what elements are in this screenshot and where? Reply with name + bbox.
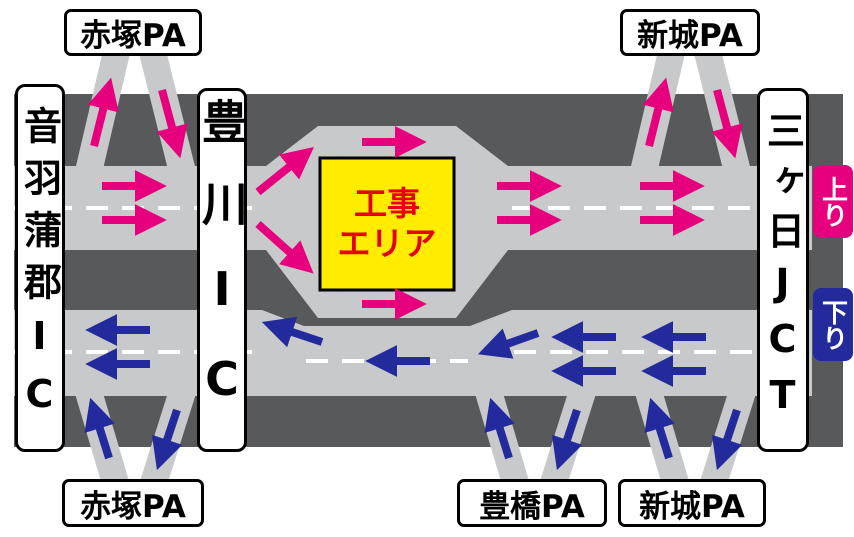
construction-area-label: 工事 エリア — [320, 158, 454, 290]
up-direction-badge: 上り — [813, 165, 853, 238]
construction-area-label-line1: 工事 — [354, 184, 420, 224]
down-ramp-arrow — [711, 408, 743, 471]
ic-label-toyokawa: 豊川IC — [195, 88, 249, 452]
down-direction-badge: 下り — [813, 288, 853, 361]
jct-label-mikkabi: 三ヶ日JCT — [757, 88, 809, 452]
up-ramp-arrow — [711, 88, 743, 159]
up-ramp-arrow — [642, 77, 674, 147]
construction-area-label-line2: エリア — [337, 224, 437, 263]
down-ramp-arrow — [644, 397, 675, 460]
down-ramp-arrow — [84, 397, 115, 460]
up-ramp-arrow — [156, 88, 188, 159]
down-ramp-arrow — [551, 408, 583, 471]
pa-label-shinshiro-top: 新城PA — [620, 9, 760, 56]
up-arrow — [255, 221, 314, 274]
down-arrow — [261, 316, 324, 348]
ic-label-otowa-gamagori: 音羽蒲郡IC — [15, 84, 65, 452]
pa-label-shinshiro-bottom: 新城PA — [618, 479, 766, 527]
up-ramp-arrow — [87, 77, 119, 147]
pa-label-akatsuka-bottom: 赤塚PA — [62, 479, 204, 527]
pa-label-toyohashi-bottom: 豊橋PA — [457, 479, 607, 527]
down-ramp-arrow — [484, 397, 515, 460]
down-traffic-arrows — [84, 314, 743, 471]
down-ramp-arrow — [151, 408, 183, 471]
down-arrow — [477, 328, 540, 359]
up-traffic-arrows — [87, 77, 743, 320]
up-arrow — [255, 146, 314, 196]
construction-area-box — [318, 156, 456, 292]
pa-label-akatsuka-top: 赤塚PA — [64, 9, 202, 56]
